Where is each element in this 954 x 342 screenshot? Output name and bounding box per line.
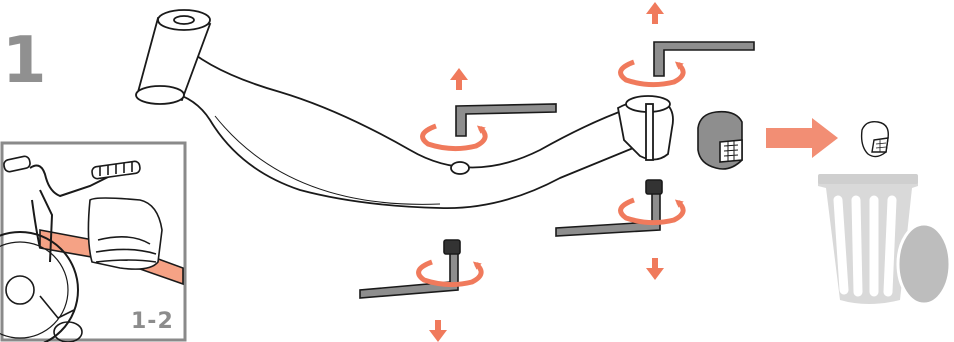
removed-cap bbox=[698, 112, 742, 169]
allen-key-icon bbox=[654, 42, 754, 76]
direction-arrow-icon bbox=[646, 2, 664, 24]
allen-key-icon bbox=[556, 190, 660, 236]
direction-arrow-icon bbox=[429, 320, 447, 342]
direction-arrow-icon bbox=[646, 258, 664, 280]
direction-arrow-icon bbox=[766, 118, 838, 158]
bolt-icon bbox=[646, 180, 662, 194]
trash-can-icon bbox=[818, 174, 950, 304]
direction-arrow-icon bbox=[450, 68, 468, 90]
rotate-arrow-icon bbox=[621, 62, 684, 85]
allen-key-icon bbox=[456, 104, 556, 136]
inset-label: 1-2 bbox=[131, 309, 174, 334]
inset-panel: 1-2 bbox=[0, 143, 185, 342]
allen-key-icon bbox=[360, 246, 458, 298]
frame-body bbox=[136, 10, 673, 208]
small-cap bbox=[862, 122, 889, 157]
rotate-arrow-icon bbox=[423, 126, 486, 149]
bolt-icon bbox=[444, 240, 460, 254]
bolt-icon bbox=[451, 162, 469, 174]
step-number: 1 bbox=[2, 24, 47, 98]
